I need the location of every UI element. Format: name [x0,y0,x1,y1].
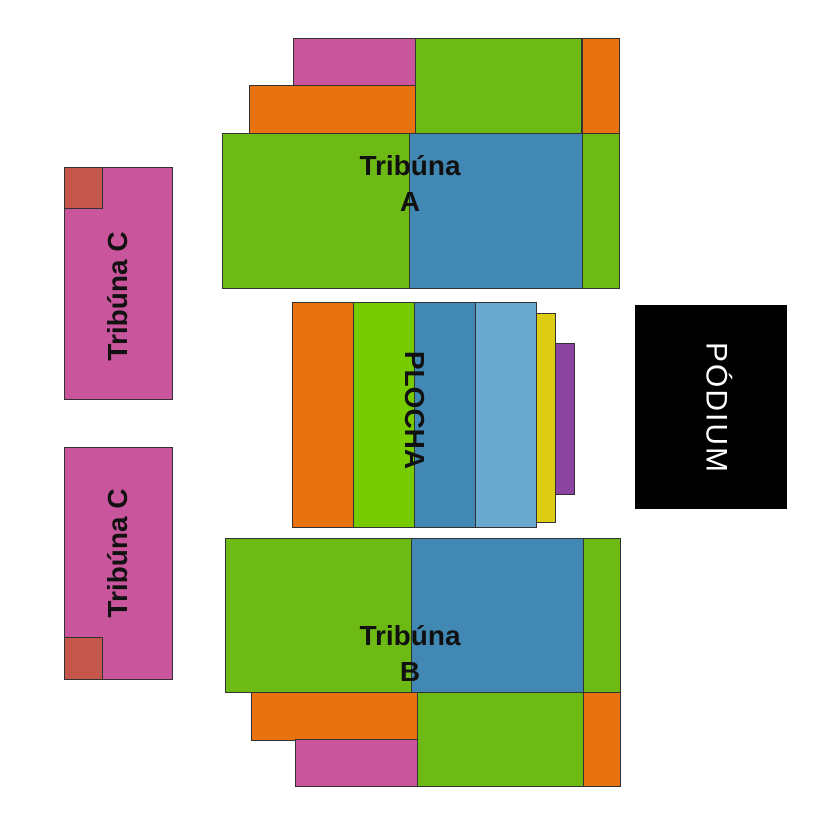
sector-b-bottom-pink[interactable] [295,739,418,787]
sector-a-main-green[interactable] [222,133,410,289]
sector-b-bottom-orange-right[interactable] [583,692,621,787]
sector-b-main-green[interactable] [225,538,413,693]
sector-a-main-green-right[interactable] [582,133,620,289]
sector-plocha-purple[interactable] [555,343,575,495]
sector-plocha-light-blue[interactable] [475,302,537,528]
sector-plocha-orange[interactable] [292,302,354,528]
podium [635,305,787,509]
sector-plocha-lime[interactable] [353,302,415,528]
sector-a-mid-orange[interactable] [249,85,416,134]
sector-b-mid-orange[interactable] [251,692,418,741]
sector-c-upper-brick[interactable] [64,167,103,209]
sector-b-main-green-right[interactable] [583,538,621,693]
sector-a-top-pink[interactable] [293,38,416,86]
sector-c-lower-brick[interactable] [64,637,103,680]
sector-a-top-orange-right[interactable] [582,38,620,134]
sector-a-main-blue[interactable] [409,133,583,289]
sector-a-top-green[interactable] [415,38,582,134]
sector-b-bottom-green[interactable] [417,692,584,787]
sector-plocha-yellow[interactable] [536,313,556,523]
sector-c-upper-pink[interactable] [64,167,173,400]
sector-b-main-blue[interactable] [411,538,585,693]
sector-plocha-blue[interactable] [414,302,476,528]
